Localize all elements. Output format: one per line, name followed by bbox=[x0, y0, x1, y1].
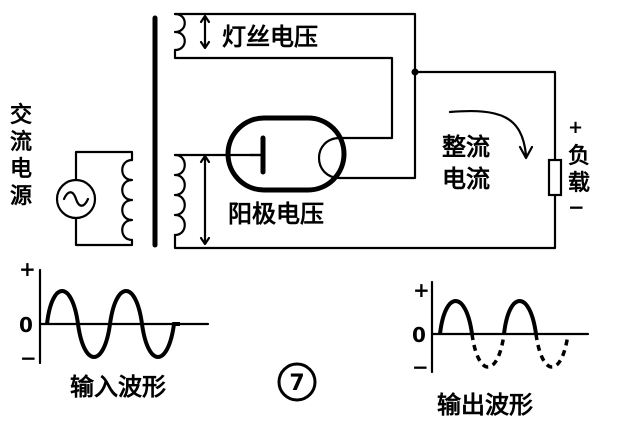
output-waveform-graph: + 0 − 输出波形 bbox=[412, 278, 590, 419]
primary-coil bbox=[121, 158, 134, 242]
load-resistor bbox=[547, 158, 563, 197]
output-minus-label: − bbox=[412, 355, 429, 379]
figure-number: 7 bbox=[289, 371, 304, 396]
rectified-current-label-2: 电流 bbox=[442, 165, 490, 193]
filament-voltage-label: 灯丝电压 bbox=[222, 23, 318, 51]
output-zero-label: 0 bbox=[412, 323, 426, 347]
ac-source-label-1: 交 bbox=[10, 102, 32, 128]
load-minus-label: − bbox=[568, 195, 585, 219]
load-plus-label: + bbox=[568, 117, 583, 138]
ac-source-label-4: 源 bbox=[10, 184, 32, 209]
output-plus-label: + bbox=[413, 278, 430, 302]
anode-coil bbox=[173, 153, 186, 237]
output-blocked-half-wave-1 bbox=[470, 333, 506, 369]
output-blocked-half-wave-2 bbox=[534, 333, 570, 369]
input-waveform-label: 输入波形 bbox=[70, 373, 166, 401]
load-label-1: 负 bbox=[568, 144, 590, 169]
anode-wires bbox=[173, 70, 557, 250]
input-waveform-graph: + 0 − 输入波形 bbox=[19, 257, 210, 401]
figure-number-circle bbox=[277, 362, 317, 402]
filament-cathode bbox=[317, 136, 342, 180]
current-direction-arrow bbox=[448, 110, 534, 160]
output-positive-half-wave-2 bbox=[502, 299, 538, 335]
anode-voltage-arrow bbox=[199, 154, 211, 246]
rectified-current-label-1: 整流 bbox=[442, 133, 490, 161]
filament-voltage-arrow bbox=[199, 14, 211, 50]
sine-icon bbox=[62, 191, 90, 207]
anode-voltage-label: 阳极电压 bbox=[228, 200, 324, 228]
output-positive-half-wave-1 bbox=[438, 299, 474, 335]
input-sine-wave bbox=[45, 289, 180, 359]
output-waveform-label: 输出波形 bbox=[437, 391, 533, 419]
junction-dot bbox=[411, 68, 419, 76]
primary-wires bbox=[74, 150, 134, 247]
load-label-2: 载 bbox=[568, 170, 590, 196]
ac-source-label-3: 电 bbox=[10, 157, 32, 182]
ac-source-label-2: 流 bbox=[10, 129, 32, 155]
input-zero-label: 0 bbox=[19, 313, 33, 337]
input-plus-label: + bbox=[19, 257, 36, 281]
input-minus-label: − bbox=[20, 346, 37, 370]
filament-coil bbox=[173, 12, 186, 52]
filament-wires bbox=[173, 12, 417, 180]
vacuum-tube bbox=[225, 115, 347, 193]
